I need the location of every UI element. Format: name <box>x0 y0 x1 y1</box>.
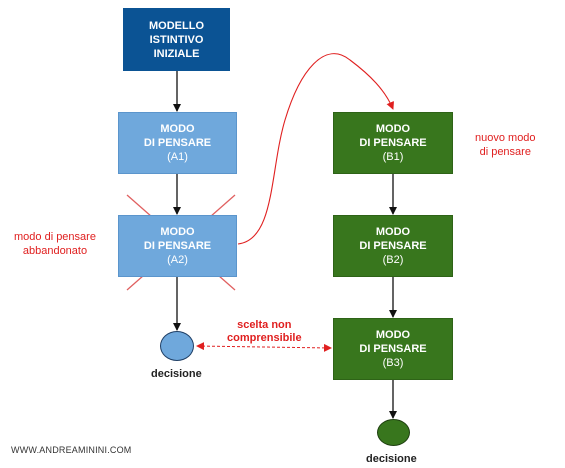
node-b1-line1: MODO <box>375 123 411 135</box>
node-a2: MODO DI PENSARE (A2) <box>118 215 237 277</box>
initial-model-line3: INIZIALE <box>153 47 200 60</box>
node-b3-line1: MODO <box>375 329 411 341</box>
node-a2-line2: DI PENSARE <box>143 240 212 252</box>
node-b1: MODO DI PENSARE (B1) <box>333 112 453 174</box>
annotation-new-way: nuovo modo di pensare <box>475 131 536 159</box>
node-b3-line2: DI PENSARE <box>359 343 427 355</box>
decision-left-circle <box>160 331 194 361</box>
annotation-new-way-line2: di pensare <box>479 146 531 158</box>
watermark: WWW.ANDREAMININI.COM <box>11 445 132 455</box>
node-a1: MODO DI PENSARE (A1) <box>118 112 237 174</box>
node-a1-line2: DI PENSARE <box>143 137 212 149</box>
annotation-abandoned-line2: abbandonato <box>22 245 88 257</box>
unclear-choice-arrow <box>196 342 332 352</box>
decision-left-label: decisione <box>151 368 202 380</box>
node-a1-line1: MODO <box>160 123 195 135</box>
annotation-unclear-choice-line1: scelta non <box>237 319 292 331</box>
initial-model-line2: ISTINTIVO <box>149 33 204 46</box>
annotation-abandoned: modo di pensare abbandonato <box>14 230 96 258</box>
decision-right-label: decisione <box>366 453 417 465</box>
annotation-unclear-choice: scelta non comprensibile <box>227 319 302 345</box>
initial-model-box: MODELLO ISTINTIVO INIZIALE <box>123 8 230 71</box>
node-b3: MODO DI PENSARE (B3) <box>333 318 453 380</box>
annotation-abandoned-line1: modo di pensare <box>14 231 96 243</box>
node-a2-line1: MODO <box>160 226 195 238</box>
switch-curve-arrow <box>237 53 394 245</box>
node-b2-line1: MODO <box>375 226 411 238</box>
annotation-unclear-choice-line2: comprensibile <box>227 332 302 344</box>
node-a1-line3: (A1) <box>167 151 188 163</box>
node-b2: MODO DI PENSARE (B2) <box>333 215 453 277</box>
decision-right-circle <box>377 419 410 446</box>
node-a2-line3: (A2) <box>167 254 188 266</box>
annotation-new-way-line1: nuovo modo <box>475 132 536 144</box>
node-b1-line3: (B1) <box>382 151 404 163</box>
node-b2-line3: (B2) <box>382 254 404 266</box>
node-b3-line3: (B3) <box>382 357 404 369</box>
initial-model-line1: MODELLO <box>149 19 204 32</box>
node-b2-line2: DI PENSARE <box>359 240 427 252</box>
node-b1-line2: DI PENSARE <box>359 137 427 149</box>
